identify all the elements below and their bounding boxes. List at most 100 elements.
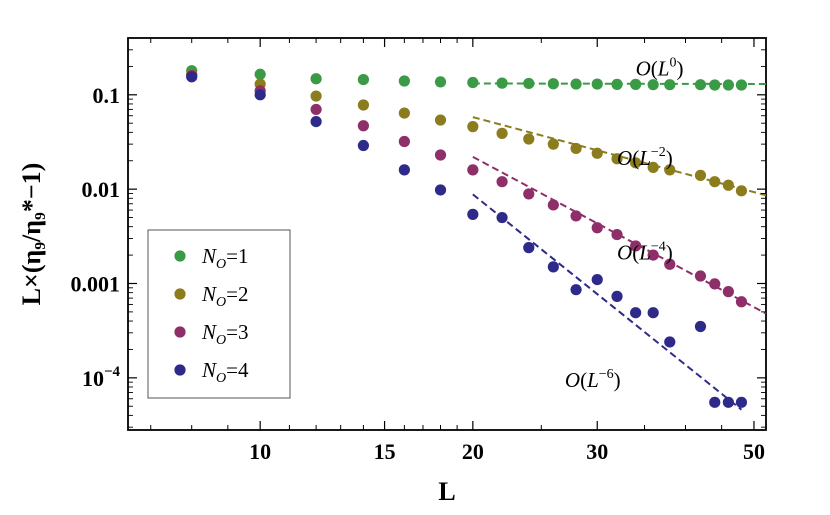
- data-point: [694, 79, 707, 91]
- plot-border: [127, 37, 767, 431]
- data-point: [467, 76, 479, 89]
- legend-label: NO=3: [201, 320, 248, 348]
- data-point: [496, 77, 508, 89]
- data-point: [709, 79, 721, 91]
- legend: NO=1NO=2NO=3NO=4: [147, 229, 291, 399]
- data-point: [398, 164, 410, 176]
- data-point: [647, 79, 659, 91]
- data-point: [496, 176, 508, 188]
- data-point: [630, 78, 642, 90]
- data-point: [591, 222, 603, 234]
- x-tick-label: 20: [462, 439, 484, 464]
- data-point: [664, 164, 676, 176]
- data-point: [570, 142, 582, 155]
- data-point: [694, 320, 707, 333]
- data-point: [664, 336, 676, 348]
- fit-line-n-o-2: [472, 116, 766, 197]
- data-point: [664, 258, 676, 270]
- plot-frame: [127, 37, 767, 431]
- data-point: [434, 114, 447, 126]
- data-point: [310, 103, 322, 116]
- data-point: [523, 242, 535, 254]
- y-tick-label: 10−4: [82, 364, 121, 391]
- x-axis-title: L: [438, 477, 455, 506]
- y-axis-title: L×(η₉/η₉*−1): [17, 163, 46, 306]
- data-point: [570, 78, 582, 90]
- data-point: [310, 90, 322, 102]
- data-point: [722, 396, 734, 408]
- fit-line-n-o-4: [472, 193, 743, 411]
- data-point: [611, 153, 623, 165]
- data-point: [357, 120, 370, 132]
- data-point: [357, 99, 370, 111]
- data-point: [591, 147, 603, 159]
- data-point: [398, 107, 410, 119]
- legend-swatch: [174, 250, 186, 262]
- data-point: [694, 169, 707, 181]
- data-point: [735, 185, 748, 197]
- data-point: [434, 184, 447, 196]
- data-point: [467, 121, 479, 133]
- data-point: [254, 68, 266, 80]
- data-point: [735, 79, 748, 91]
- y-tick-label: 0.1: [93, 83, 121, 108]
- data-point: [523, 188, 535, 200]
- legend-swatch: [174, 326, 186, 338]
- x-tick-label: 50: [743, 439, 765, 464]
- data-point: [570, 284, 582, 296]
- y-tick-label: 0.001: [71, 271, 121, 296]
- data-point: [722, 179, 734, 191]
- data-point: [647, 161, 659, 174]
- legend-item-n-o-1: NO=1: [174, 244, 248, 272]
- data-point: [434, 149, 447, 161]
- data-point: [611, 228, 623, 241]
- data-point: [496, 127, 508, 139]
- fit-annotations: O(L0)O(L−2)O(L−4)O(L−6): [565, 56, 684, 392]
- data-point: [722, 286, 734, 298]
- x-tick-label: 10: [249, 439, 271, 464]
- y-tick-label: 0.01: [82, 177, 121, 202]
- data-point: [398, 75, 410, 87]
- data-point: [709, 176, 721, 188]
- data-point: [709, 278, 721, 290]
- series-n-o-1: [186, 65, 748, 91]
- data-point: [547, 138, 559, 150]
- data-point: [357, 139, 370, 152]
- data-point: [523, 133, 535, 145]
- data-point: [398, 135, 410, 148]
- data-point: [647, 249, 659, 261]
- legend-item-n-o-4: NO=4: [174, 358, 249, 386]
- legend-box: [147, 229, 291, 399]
- data-points: [186, 65, 748, 408]
- data-point: [523, 77, 535, 90]
- data-point: [467, 164, 479, 176]
- fit-order-label: O(L0): [636, 56, 684, 81]
- data-point: [630, 157, 642, 169]
- legend-label: NO=4: [201, 358, 249, 386]
- data-point: [694, 270, 707, 282]
- data-point: [735, 296, 748, 308]
- legend-swatch: [174, 288, 186, 300]
- x-tick-label: 15: [374, 439, 396, 464]
- data-point: [630, 307, 642, 319]
- data-point: [722, 79, 734, 91]
- data-point: [186, 71, 198, 83]
- legend-swatch: [174, 364, 186, 376]
- series-n-o-4: [186, 71, 748, 408]
- data-point: [496, 211, 508, 224]
- data-point: [647, 307, 659, 319]
- data-point: [570, 210, 582, 222]
- fit-order-label: O(L−4): [617, 239, 673, 264]
- data-point: [735, 396, 748, 408]
- data-point: [664, 79, 676, 91]
- data-point: [611, 290, 623, 302]
- data-point: [611, 78, 623, 90]
- data-point: [630, 240, 642, 252]
- data-point: [254, 89, 266, 101]
- fit-order-label: O(L−6): [565, 367, 621, 392]
- data-point: [547, 78, 559, 90]
- data-point: [709, 396, 721, 408]
- legend-label: NO=2: [201, 282, 248, 310]
